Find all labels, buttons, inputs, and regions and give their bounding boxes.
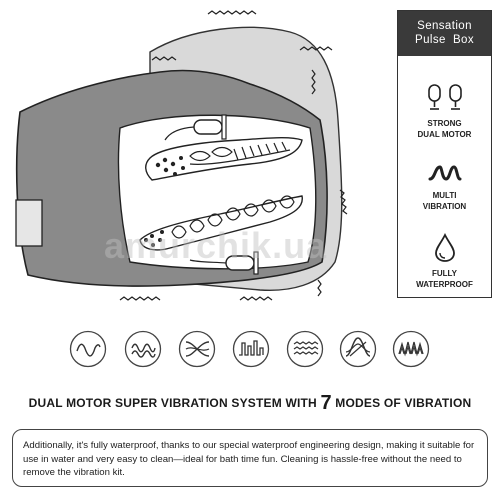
- mode-wave-2-icon: [124, 330, 162, 368]
- feature-dual-motor: STRONG DUAL MOTOR: [398, 83, 491, 140]
- upper-motor: [164, 114, 227, 141]
- mode-escalate-icon: [392, 330, 430, 368]
- mode-pulse-icon: [232, 330, 270, 368]
- headline-number: 7: [320, 392, 332, 414]
- headline-before: DUAL MOTOR SUPER VIBRATION SYSTEM WITH: [28, 396, 321, 410]
- mode-wave-1-icon: [69, 330, 107, 368]
- mode-ripple-icon: [286, 330, 324, 368]
- lower-sleeve: [139, 195, 303, 251]
- watermark: amurchik.ua: [104, 225, 328, 266]
- headline-after: MODES OF VIBRATION: [331, 396, 472, 410]
- description-text: Additionally, it's fully waterproof, tha…: [23, 440, 475, 479]
- water-drop-icon: [434, 233, 455, 262]
- upper-sleeve: [145, 137, 303, 181]
- vibration-modes-row: [0, 330, 500, 374]
- headline: DUAL MOTOR SUPER VIBRATION SYSTEM WITH 7…: [0, 392, 500, 415]
- feature-multi-vibration-line1: MULTI: [432, 191, 457, 200]
- description-box: Additionally, it's fully waterproof, tha…: [12, 429, 488, 487]
- features-title-line1: Sensation: [417, 20, 472, 32]
- lower-motor: [189, 251, 259, 275]
- feature-waterproof-line2: WATERPROOF: [416, 280, 473, 289]
- vibration-lines: [119, 10, 348, 301]
- side-tab: [15, 199, 43, 247]
- feature-waterproof: FULLY WATERPROOF: [398, 233, 491, 290]
- vibration-icon: [428, 165, 461, 181]
- features-panel: Sensation Pulse Box STRONG DUAL MOTOR MU…: [397, 10, 492, 298]
- feature-waterproof-line1: FULLY: [431, 269, 458, 278]
- dual-motor-icon: [427, 84, 462, 110]
- feature-dual-motor-line1: STRONG: [427, 119, 462, 128]
- mode-wave-3-icon: [178, 330, 216, 368]
- features-panel-header: Sensation Pulse Box: [398, 11, 491, 56]
- features-title-line2: Pulse Box: [415, 34, 474, 46]
- feature-multi-vibration-line2: VIBRATION: [422, 202, 467, 211]
- feature-dual-motor-line2: DUAL MOTOR: [417, 130, 472, 139]
- product-illustration: [15, 10, 348, 301]
- feature-multi-vibration: MULTI VIBRATION: [398, 161, 491, 212]
- mode-burst-icon: [339, 330, 377, 368]
